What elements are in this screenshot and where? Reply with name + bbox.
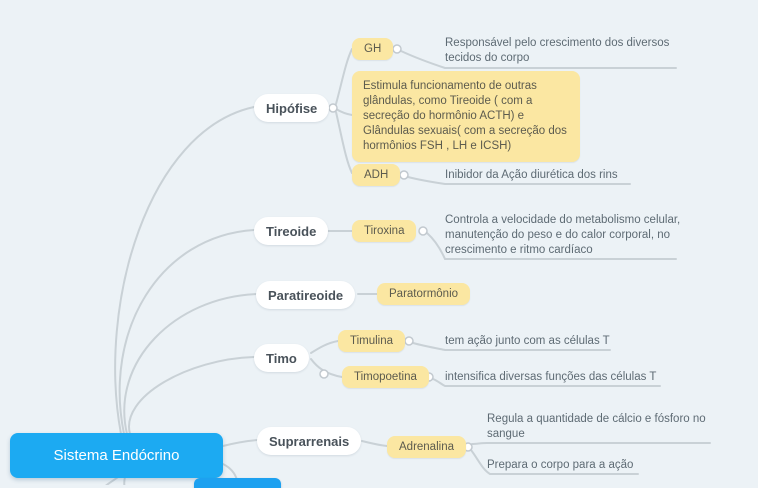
- connector-tiroxina-note: [426, 232, 677, 260]
- topic-suprarrenais[interactable]: Suprarrenais: [257, 427, 362, 455]
- connector-adh-note: [407, 176, 631, 185]
- root-topic-sistema-endocrino[interactable]: Sistema Endócrino: [10, 433, 223, 478]
- subtopic-estimula[interactable]: Estimula funcionamento de outras glândul…: [352, 71, 580, 162]
- connector-timopoetina-note: [432, 378, 661, 387]
- topic-paratireoide[interactable]: Paratireoide: [256, 281, 356, 309]
- subtopic-timulina[interactable]: Timulina: [338, 330, 406, 352]
- connector-root-below-1: [105, 476, 119, 485]
- connector-gh-note: [400, 50, 677, 69]
- collapse-handle-adh[interactable]: [399, 170, 409, 180]
- connector-adrenalina-regula: [471, 442, 711, 445]
- subtopic-adrenalina[interactable]: Adrenalina: [387, 436, 466, 458]
- connector-timulina-note: [412, 342, 611, 351]
- note-regula[interactable]: Regula a quantidade de cálcio e fósforo …: [487, 413, 706, 440]
- note-timulina[interactable]: tem ação junto com as células T: [445, 335, 610, 347]
- topic-hipofise[interactable]: Hipófise: [254, 94, 330, 122]
- subtopic-gh[interactable]: GH: [352, 38, 394, 60]
- connector-root-hipofise: [114, 106, 255, 435]
- connector-hipofise-adh: [335, 111, 353, 174]
- topic-timo[interactable]: Timo: [254, 344, 309, 372]
- subtopic-timopoetina[interactable]: Timopoetina: [342, 366, 429, 388]
- connector-root-paratireoide: [123, 293, 258, 435]
- collapse-handle-gh[interactable]: [392, 44, 402, 54]
- collapse-handle-tiroxina[interactable]: [418, 226, 428, 236]
- connector-root-timo: [128, 356, 255, 435]
- subtopic-paratormonio[interactable]: Paratormônio: [377, 283, 471, 305]
- connector-adrenalina-prepara: [470, 449, 639, 475]
- subtopic-adh[interactable]: ADH: [352, 164, 401, 186]
- note-prepara[interactable]: Prepara o corpo para a ação: [487, 459, 634, 471]
- note-adh[interactable]: Inibidor da Ação diurética dos rins: [445, 169, 618, 181]
- collapse-handle-hipofise[interactable]: [328, 103, 338, 113]
- connector-hipofise-gh: [335, 48, 353, 105]
- connector-timo-timulina: [310, 340, 339, 354]
- note-gh[interactable]: Responsável pelo crescimento dos diverso…: [445, 37, 670, 64]
- collapse-handle-timulina[interactable]: [404, 336, 414, 346]
- note-timopoetina[interactable]: intensifica diversas funções das células…: [445, 371, 657, 383]
- partial-topic-bottom[interactable]: [194, 478, 281, 488]
- connector-root-tireoide: [118, 229, 255, 435]
- topic-tireoide[interactable]: Tireoide: [254, 217, 329, 245]
- connector-suprarrenais-adrenalina: [361, 440, 388, 447]
- connector-hipofise-estimula: [335, 108, 353, 116]
- collapse-handle-timo[interactable]: [319, 369, 329, 379]
- connector-root-below-2: [123, 476, 126, 485]
- connector-root-suprarrenais: [222, 439, 259, 447]
- note-tiroxina[interactable]: Controla a velocidade do metabolismo cel…: [445, 214, 681, 256]
- subtopic-tiroxina[interactable]: Tiroxina: [352, 220, 417, 242]
